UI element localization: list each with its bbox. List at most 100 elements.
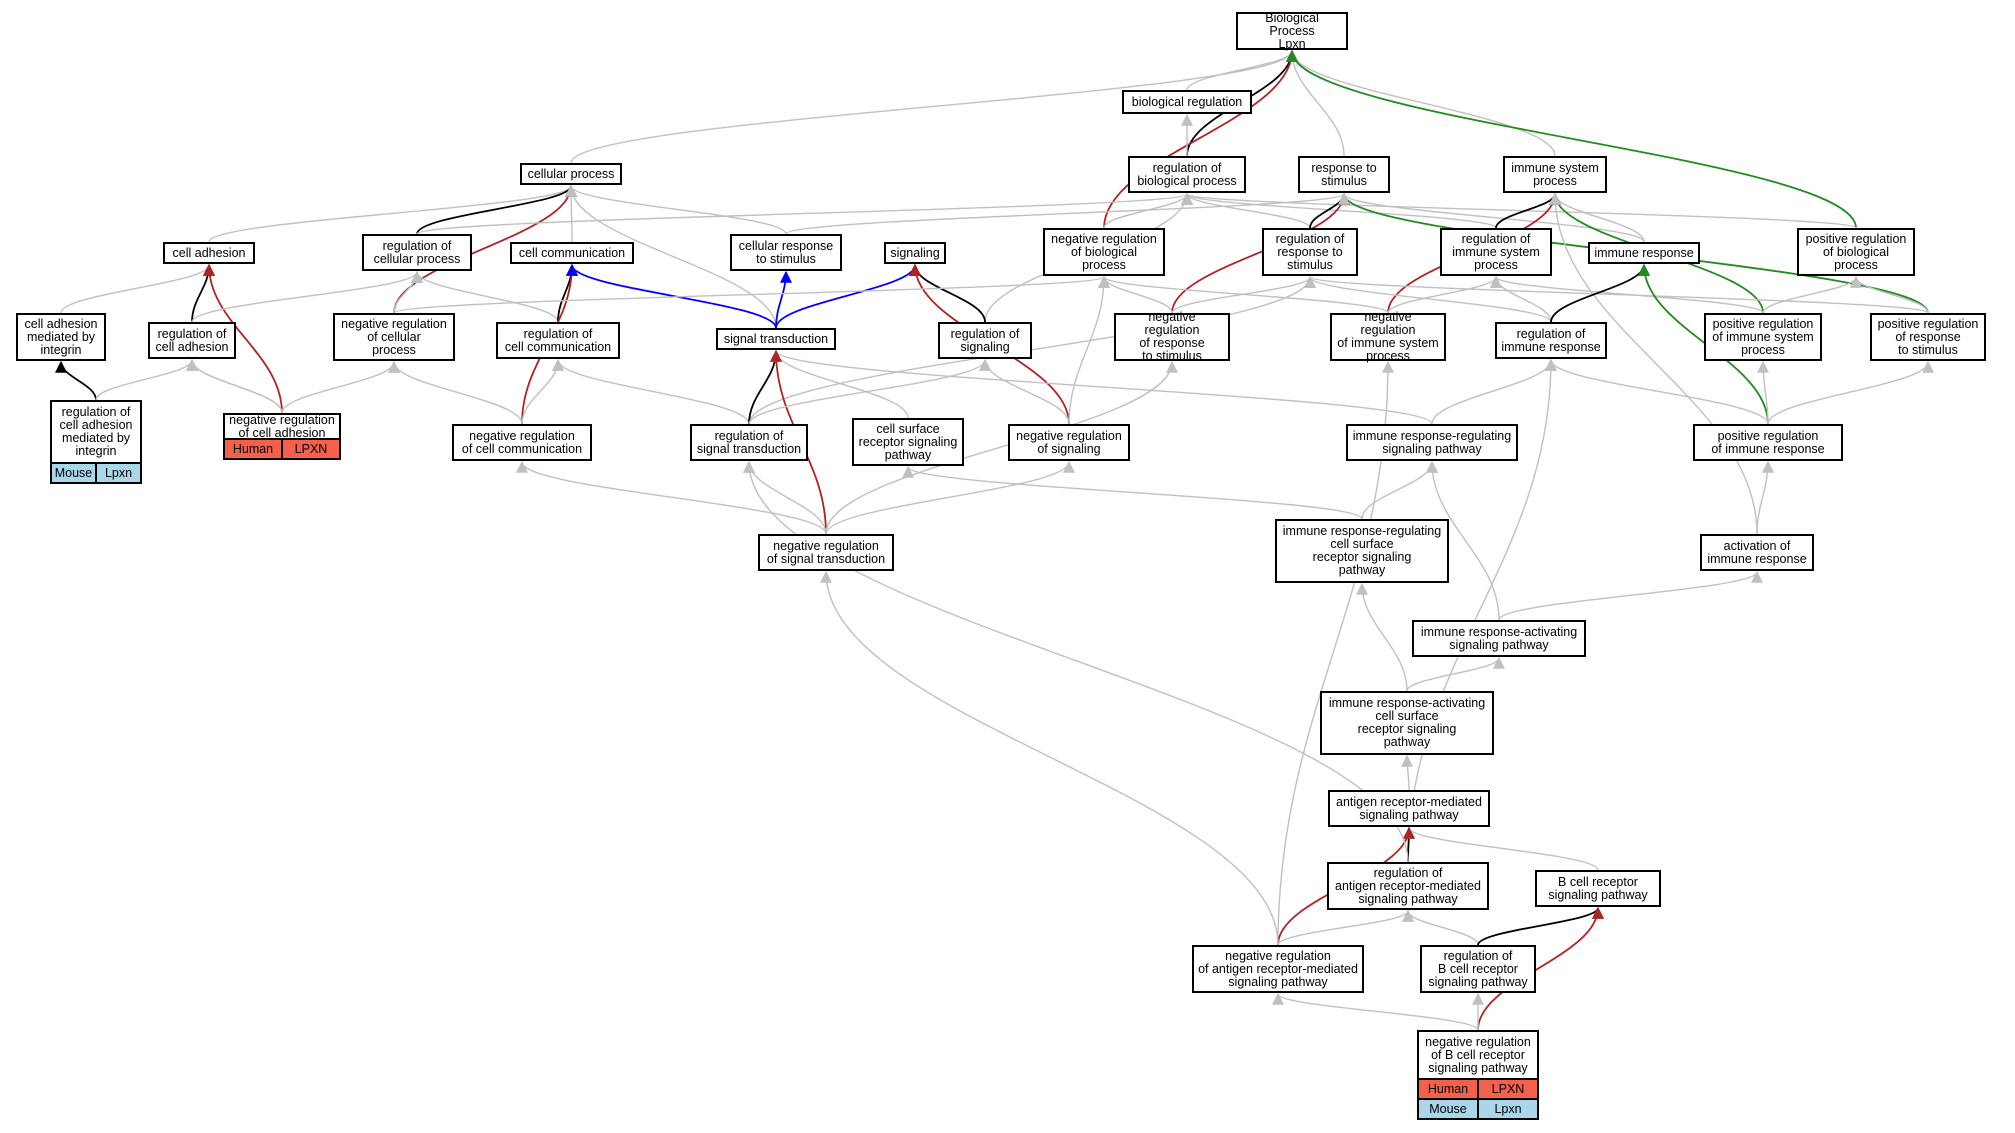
node-regcellproc[interactable]: regulation of cellular process (362, 234, 472, 271)
node-regcellcomm[interactable]: regulation of cell communication (496, 322, 620, 359)
node-regbp[interactable]: regulation of biological process (1128, 156, 1246, 193)
edge-negregcellproc-to-cellproc (393, 184, 577, 314)
node-biolreg[interactable]: biological regulation (1122, 90, 1252, 114)
edge-bcrsp-to-armsp (1403, 826, 1599, 871)
annotation-gene: Lpxn (1477, 1100, 1537, 1118)
edge-regcellproc-to-cellproc (416, 184, 577, 235)
node-csrsp[interactable]: cell surface receptor signaling pathway (852, 418, 964, 466)
node-iracsrsp[interactable]: immune response-activating cell surface … (1320, 691, 1494, 755)
node-regsigtrans[interactable]: regulation of signal transduction (690, 424, 808, 461)
node-irrcsrsp[interactable]: immune response-regulating cell surface … (1275, 519, 1449, 583)
node-imsys[interactable]: immune system process (1503, 156, 1607, 193)
annotation-gene: LPXN (281, 440, 339, 458)
node-bcrsp[interactable]: B cell receptor signaling pathway (1535, 870, 1661, 907)
node-cellproc[interactable]: cellular process (520, 163, 622, 185)
edge-regintegrin-to-cellintegrin (55, 360, 97, 401)
edge-regcellproc-to-regbp (416, 192, 1193, 235)
node-regresp[interactable]: regulation of response to stimulus (1262, 228, 1358, 276)
edge-posregbp-to-regbp (1181, 192, 1857, 229)
node-bp[interactable]: Biological Process Lpxn (1236, 11, 1348, 50)
node-posregimsys[interactable]: positive regulation of immune system pro… (1704, 313, 1822, 361)
node-regbcrsp[interactable]: regulation of B cell receptor signaling … (1420, 945, 1536, 993)
edge-irrsp-to-sigtrans (770, 349, 1433, 425)
node-irrsp[interactable]: immune response-regulating signaling pat… (1346, 424, 1518, 461)
node-regcelladh[interactable]: regulation of cell adhesion (148, 322, 236, 359)
annotation-gene: Lpxn (95, 464, 140, 482)
edge-posregimresp-to-regimresp (1545, 358, 1769, 425)
node-cellcomm[interactable]: cell communication (510, 242, 634, 264)
node-resp[interactable]: response to stimulus (1298, 156, 1390, 193)
node-regarmsp[interactable]: regulation of antigen receptor-mediated … (1327, 862, 1489, 910)
node-negregcellcomm[interactable]: negative regulation of cell communicatio… (452, 424, 592, 461)
edge-imsys-to-bp (1286, 49, 1556, 157)
node-negregimsys[interactable]: negative regulation of immune system pro… (1330, 311, 1446, 363)
edge-negregsig-to-negregbp (1068, 275, 1110, 425)
edge-irrsp-to-regimresp (1431, 358, 1557, 425)
annotation-species: Human (1419, 1080, 1477, 1098)
node-sigtrans[interactable]: signal transduction (716, 328, 836, 350)
edge-regsigtrans-to-regsig (748, 358, 991, 425)
edge-negregcellproc-to-regcellproc (393, 270, 423, 314)
edge-posregimresp-to-posregresp (1767, 360, 1934, 425)
edge-regbcrsp-to-regarmsp (1402, 909, 1479, 946)
edge-irasp-to-actimresp (1498, 570, 1763, 621)
node-regimsys[interactable]: regulation of immune system process (1440, 228, 1552, 276)
node-cellresp[interactable]: cellular response to stimulus (730, 234, 842, 271)
edge-negregsigtrans-to-negregresp (825, 360, 1178, 535)
edge-negregbcrsp-to-negregarmsp (1272, 992, 1479, 1031)
edge-sigtrans-to-cellproc (565, 184, 777, 329)
node-negregsig[interactable]: negative regulation of signaling (1008, 424, 1130, 461)
node-regsig[interactable]: regulation of signaling (938, 322, 1032, 359)
node-imresp[interactable]: immune response (1588, 242, 1700, 264)
edge-armsp-to-iracsrsp (1401, 754, 1414, 791)
edge-negregbcrsp-to-bcrsp (1477, 906, 1604, 1031)
node-signaling[interactable]: signaling (884, 242, 946, 264)
edge-actimresp-to-posregimresp (1756, 460, 1774, 535)
edge-regsigtrans-to-regcellcomm (552, 358, 750, 425)
node-irasp[interactable]: immune response-activating signaling pat… (1412, 620, 1586, 657)
node-cellintegrin[interactable]: cell adhesion mediated by integrin (16, 313, 106, 361)
edge-irrcsrsp-to-csrsp (902, 465, 1363, 520)
node-regintegrin[interactable]: regulation of cell adhesion mediated by … (50, 400, 142, 464)
edge-regarmsp-to-regimresp (1407, 358, 1557, 863)
edge-resp-to-bp (1286, 49, 1345, 157)
edge-csrsp-to-sigtrans (770, 349, 909, 419)
node-actimresp[interactable]: activation of immune response (1700, 534, 1814, 571)
node-regimresp[interactable]: regulation of immune response (1495, 322, 1607, 359)
node-negregbcrsp[interactable]: negative regulation of B cell receptor s… (1417, 1030, 1539, 1080)
edge-irasp-to-irrsp (1426, 460, 1500, 621)
edge-negregresp-to-negregbp (1098, 275, 1173, 314)
edge-negregarmsp-to-regarmsp (1277, 909, 1414, 946)
edge-regimresp-to-regimsys (1490, 275, 1552, 323)
edge-regintegrin-to-regcelladh (95, 358, 198, 401)
annotation-species: Human (225, 440, 281, 458)
node-posregimresp[interactable]: positive regulation of immune response (1693, 424, 1843, 461)
node-negregarmsp[interactable]: negative regulation of antigen receptor-… (1192, 945, 1364, 993)
edge-negregimsys-to-regimsys (1387, 275, 1502, 314)
edge-sigtrans-to-cellresp (775, 270, 792, 329)
node-armsp[interactable]: antigen receptor-mediated signaling path… (1328, 790, 1490, 827)
edge-negregresp-to-regresp (1171, 275, 1316, 314)
node-negregcelladh[interactable]: negative regulation of cell adhesion (223, 413, 341, 440)
node-negregresp[interactable]: negative regulation of response to stimu… (1114, 311, 1230, 363)
node-negregbp[interactable]: negative regulation of biological proces… (1043, 228, 1165, 276)
edge-imresp-to-resp (1338, 192, 1645, 243)
edge-negregimsys-to-negregbp (1098, 275, 1389, 314)
annotation-species: Mouse (1419, 1100, 1477, 1118)
node-negregcellproc[interactable]: negative regulation of cellular process (333, 313, 455, 361)
node-celladh[interactable]: cell adhesion (163, 242, 255, 264)
edge-negregcelladh-to-celladh (203, 263, 283, 414)
edge-regimsys-to-regbp (1181, 192, 1497, 229)
edge-negregarmsp-to-negregsigtrans (820, 570, 1279, 946)
node-posregresp[interactable]: positive regulation of response to stimu… (1870, 313, 1986, 361)
edge-cellintegrin-to-celladh (60, 263, 215, 314)
edge-posregimsys-to-regimsys (1490, 275, 1764, 314)
edge-posregresp-to-regresp (1304, 275, 1929, 314)
annotation-gene: LPXN (1477, 1080, 1537, 1098)
edge-cellcomm-to-cellproc (565, 184, 578, 243)
node-negregsigtrans[interactable]: negative regulation of signal transducti… (758, 534, 894, 571)
node-posregbp[interactable]: positive regulation of biological proces… (1797, 228, 1915, 276)
